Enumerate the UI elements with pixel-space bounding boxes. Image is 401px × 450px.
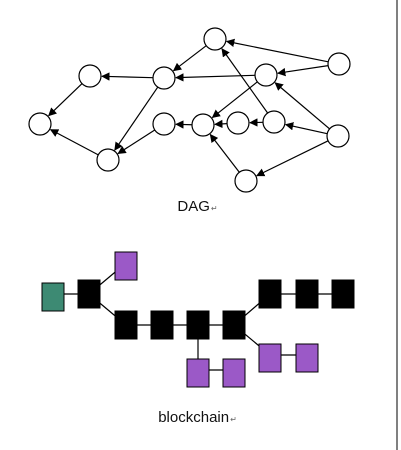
dag-node (152, 66, 176, 90)
dag-caption: DAG↵ (0, 198, 398, 215)
dag-node (254, 63, 278, 87)
blockchain-caption: blockchain↵ (0, 409, 398, 426)
main-chain-block (331, 279, 355, 309)
dag-edge-arrow (114, 86, 159, 151)
main-chain-block (114, 310, 138, 340)
dag-node (28, 112, 52, 136)
dag-node (326, 124, 350, 148)
dag-caption-text: DAG (177, 198, 210, 215)
dag-edge-arrow (221, 48, 269, 114)
genesis-block (41, 282, 65, 312)
dag-graph (28, 27, 351, 193)
dag-node (327, 52, 351, 76)
dag-edge-arrow (214, 119, 228, 129)
dag-edge-arrow (284, 122, 328, 135)
main-chain-block (295, 279, 319, 309)
dag-edge-arrow (48, 83, 83, 117)
blockchain-caption-text: blockchain (158, 409, 230, 426)
main-chain-block (77, 279, 101, 309)
blockchain-graph (41, 251, 355, 388)
dag-node (191, 113, 215, 137)
dag-edge-arrow (277, 65, 329, 77)
dag-edge-arrow (225, 38, 329, 63)
dag-node (203, 27, 227, 51)
dag-edge-arrow (209, 133, 240, 173)
dag-node (152, 112, 176, 136)
dag-edge-arrow (101, 72, 154, 81)
orphan-block (258, 343, 282, 373)
dag-edge-arrow (172, 45, 207, 72)
main-chain-block (150, 310, 174, 340)
paragraph-mark-icon: ↵ (210, 204, 218, 213)
dag-node (226, 111, 250, 135)
paragraph-mark-icon: ↵ (230, 415, 237, 424)
orphan-block (186, 358, 210, 388)
orphan-block (114, 251, 138, 281)
dag-edge-arrow (175, 73, 256, 82)
dag-node (234, 169, 258, 193)
dag-edge-arrow (274, 82, 330, 130)
dag-edge-arrow (256, 140, 329, 177)
dag-edge-arrow (49, 129, 99, 156)
orphan-block (222, 358, 246, 388)
orphan-block (295, 343, 319, 373)
main-chain-block (186, 310, 210, 340)
main-chain-block (258, 279, 282, 309)
dag-node (262, 110, 286, 134)
dag-node (96, 148, 120, 172)
main-chain-block (222, 310, 246, 340)
dag-node (78, 64, 102, 88)
dag-edge-arrow (117, 129, 156, 155)
